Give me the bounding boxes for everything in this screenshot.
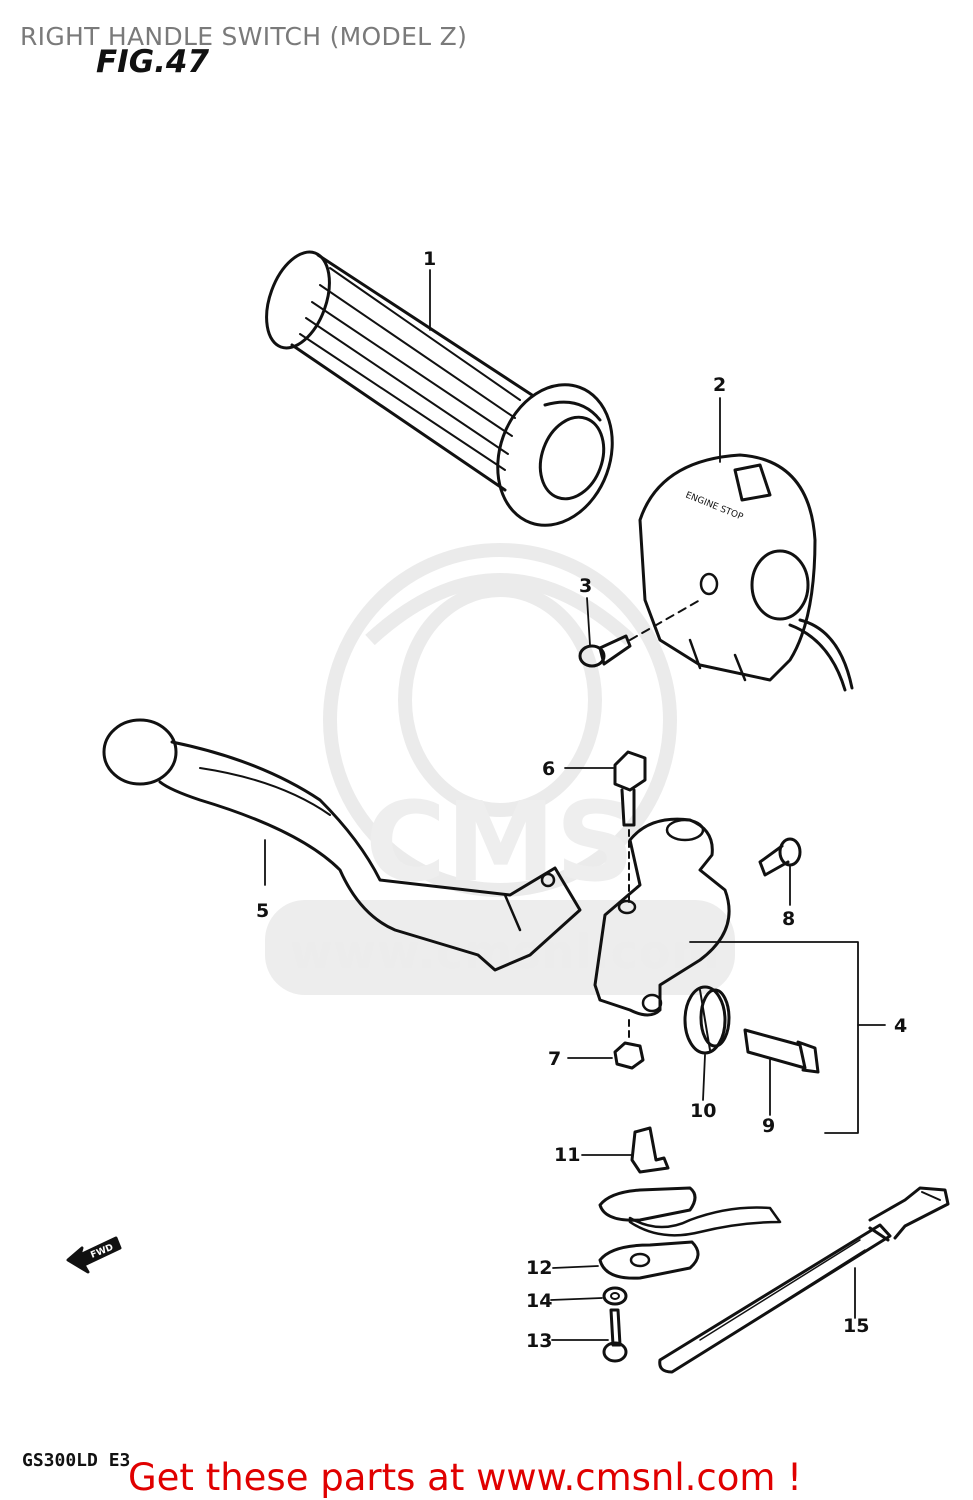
fwd-arrow-icon (66, 1236, 122, 1274)
part-7-nut[interactable] (613, 1019, 645, 1070)
part-8-bolt[interactable] (758, 837, 802, 877)
callout-14: 14 (526, 1290, 553, 1312)
callout-12: 12 (526, 1257, 553, 1279)
part-4-lever-bracket[interactable] (593, 817, 731, 1017)
callout-11: 11 (554, 1144, 581, 1166)
watermark-url: www.cmsnl.com (290, 925, 721, 979)
switch-label-engine-stop: ENGINE STOP (684, 491, 745, 523)
callout-10: 10 (690, 1100, 717, 1122)
figure-label: FIG.47 (96, 44, 210, 80)
callout-4: 4 (894, 1015, 908, 1037)
callout-1: 1 (423, 248, 437, 270)
callout-7: 7 (548, 1048, 562, 1070)
stop-switch-plate[interactable] (598, 1186, 782, 1237)
callout-9: 9 (762, 1115, 776, 1137)
page-title: RIGHT HANDLE SWITCH (MODEL Z) (20, 22, 468, 51)
part-5-lever[interactable] (102, 718, 582, 972)
callout-13: 13 (526, 1330, 553, 1352)
part-15-cable-tie[interactable] (658, 1186, 950, 1374)
callout-5: 5 (256, 900, 270, 922)
part-12-switch[interactable] (598, 1240, 700, 1280)
model-code: GS300LD E3 (22, 1450, 131, 1471)
promo-link[interactable]: Get these parts at www.cmsnl.com ! (128, 1456, 803, 1499)
part-2-switch-housing[interactable] (638, 453, 854, 692)
callout-3: 3 (579, 575, 593, 597)
callout-15: 15 (843, 1315, 870, 1337)
part-1-grip[interactable] (255, 243, 632, 541)
part-9-pivot-bolt[interactable] (743, 1028, 820, 1074)
part-14-washer[interactable] (602, 1286, 628, 1306)
part-11-clip[interactable] (630, 1126, 670, 1174)
part-6-bolt[interactable] (613, 750, 647, 906)
callout-2: 2 (713, 374, 727, 396)
part-10-adjuster-knob[interactable] (683, 985, 731, 1055)
callout-6: 6 (542, 758, 556, 780)
part-13-screw[interactable] (602, 1308, 628, 1363)
callout-8: 8 (782, 908, 796, 930)
part-3-screw[interactable] (578, 599, 701, 668)
